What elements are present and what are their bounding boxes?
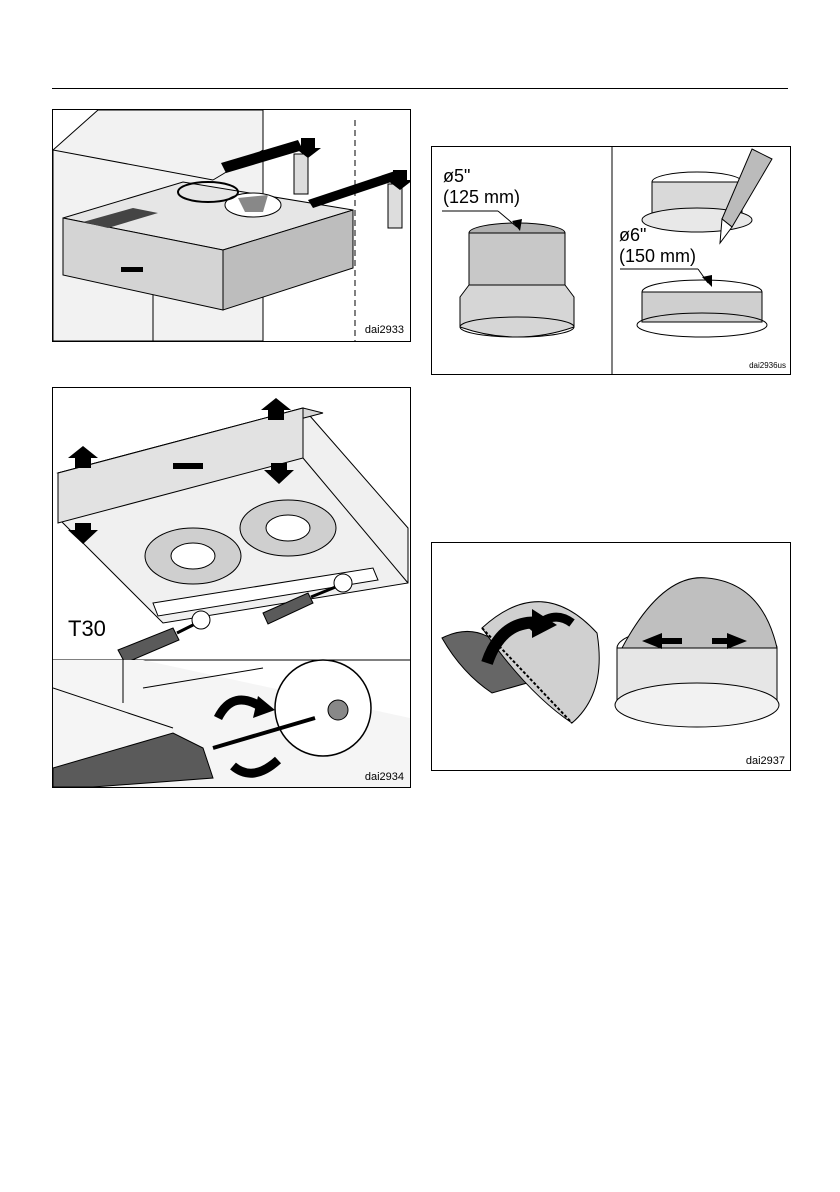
figure-duct-adapter: ø5" (125 mm) ø6" (150 mm) dai2936us (431, 146, 791, 375)
backflow-flap-illustration (432, 543, 790, 770)
figure-mounting-brackets: dai2933 (52, 109, 411, 342)
duct-adapter-illustration (432, 147, 790, 374)
figure-code: dai2936us (749, 361, 786, 370)
hood-bracket-illustration (53, 110, 410, 341)
diameter-label-125mm: (125 mm) (443, 187, 520, 207)
figure-remove-screws: T30 dai2934 (52, 387, 411, 788)
figure-code: dai2933 (365, 324, 404, 336)
diameter-label-6in: ø6" (619, 225, 646, 245)
diameter-label-150mm: (150 mm) (619, 246, 696, 266)
figure-backflow-flaps: dai2937 (431, 542, 791, 771)
figure-code: dai2934 (365, 771, 404, 783)
diameter-label-5in: ø5" (443, 166, 470, 186)
hood-screws-illustration (53, 388, 410, 787)
tool-size-label: T30 (68, 616, 106, 642)
figure-code: dai2937 (746, 755, 785, 767)
header-rule (52, 88, 788, 89)
